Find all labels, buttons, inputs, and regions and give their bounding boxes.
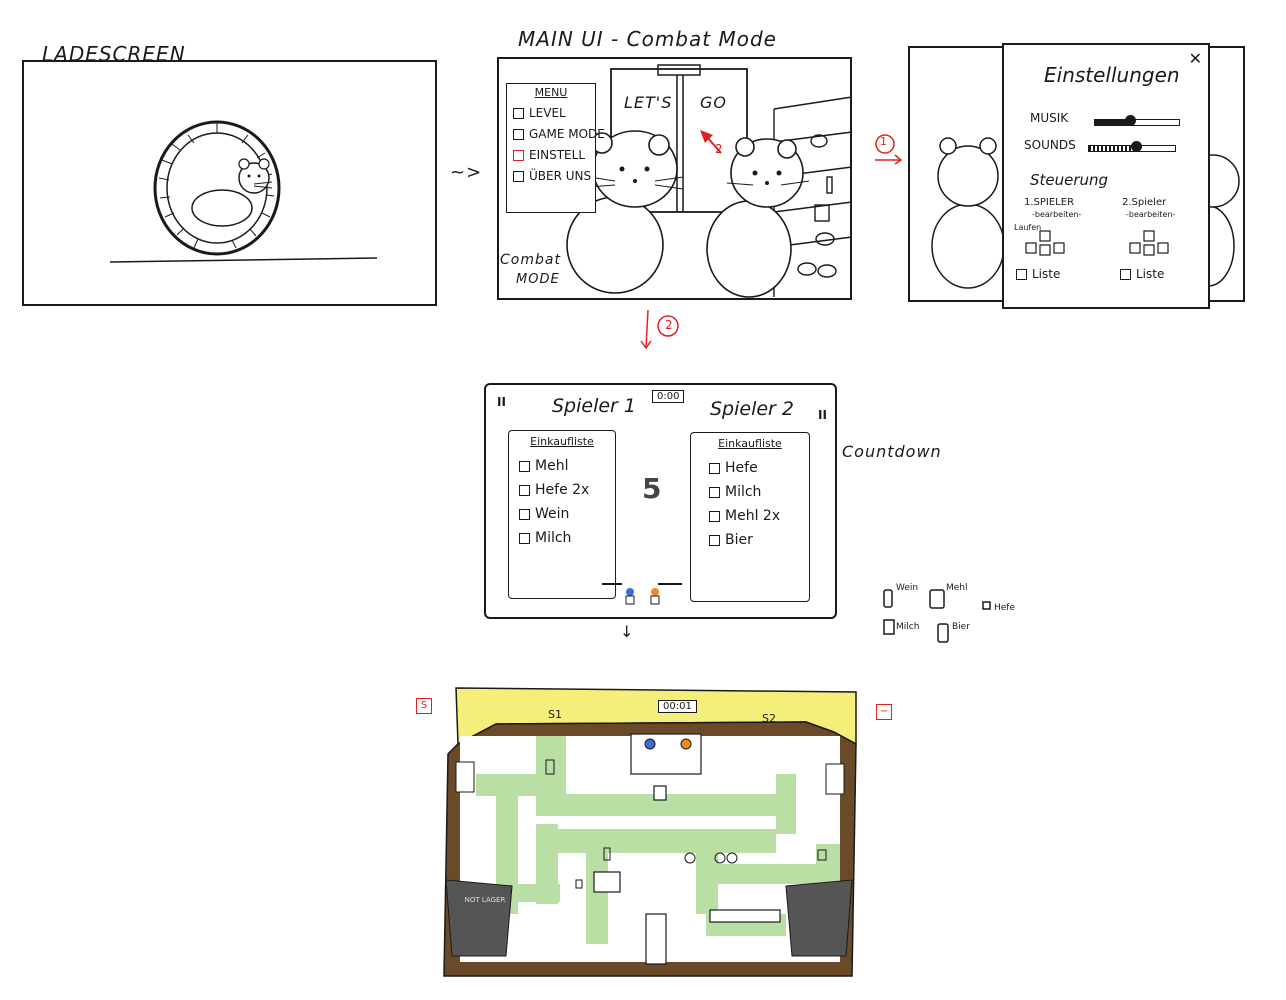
countdown-number: 5: [642, 472, 662, 505]
player2-edit[interactable]: -bearbeiten-: [1126, 210, 1176, 219]
player1-edit[interactable]: -bearbeiten-: [1032, 210, 1082, 219]
arrow-settings-marker: 1: [880, 135, 888, 148]
menu-item-game-mode[interactable]: GAME MODE: [513, 124, 605, 145]
countdown-timer: 0:00: [652, 390, 685, 403]
combat-mode-label-line1: Combat: [500, 252, 561, 268]
player1-heading: Spieler 1: [552, 395, 636, 417]
start-badge[interactable]: S: [416, 698, 432, 714]
player2-keys-icon: [1129, 230, 1169, 256]
player2-heading: Spieler 2: [710, 398, 794, 420]
checkbox-icon: [709, 462, 720, 474]
pause-icon-left[interactable]: II: [497, 395, 506, 409]
player1-keys-icon: [1025, 230, 1065, 256]
settings-title: Einstellungen: [1044, 63, 1180, 87]
checkbox-icon: [513, 129, 524, 140]
game-timer: 00:01: [658, 700, 697, 713]
arrow-to-game: ↓: [620, 622, 635, 641]
sounds-slider[interactable]: [1088, 141, 1176, 152]
checkbox-icon: [513, 108, 524, 119]
game-board: [443, 687, 857, 977]
game-s2-label: S2: [762, 712, 776, 725]
transition-arrow: ~>: [450, 162, 483, 183]
list-item: Hefe: [709, 456, 809, 480]
list-title-p2: Einkaufliste: [718, 437, 782, 450]
loading-title: LADESCREEN: [42, 42, 186, 66]
shopping-list-player1: Einkaufliste Mehl Hefe 2x Wein Milch: [508, 430, 616, 599]
list-icon: [1120, 269, 1131, 280]
list-item: Milch: [709, 480, 809, 504]
checkbox-icon: [709, 486, 720, 498]
arrow-to-countdown: [640, 309, 679, 350]
door-right-label: GO: [700, 93, 727, 112]
list-item: Bier: [709, 528, 809, 552]
legend-milch: Milch: [896, 622, 920, 632]
music-slider[interactable]: [1094, 115, 1180, 126]
settings-panel: Einstellungen ✕ MUSIK SOUNDS Steuerung 1…: [1002, 43, 1210, 309]
checkbox-icon: [513, 171, 524, 182]
main-ui-title: MAIN UI - Combat Mode: [518, 27, 777, 51]
storage-sign: NOT LAGER: [464, 896, 506, 904]
hamster-wheel-illustration: [109, 120, 378, 263]
combat-mode-label-line2: MODE: [516, 272, 560, 287]
music-slider-fill: [1095, 120, 1129, 125]
shopping-list-player2: Einkaufliste Hefe Milch Mehl 2x Bier: [690, 432, 810, 602]
menu-item-level[interactable]: LEVEL: [513, 103, 595, 124]
checkbox-icon: [519, 508, 530, 520]
menu-item-einstellungen[interactable]: EINSTELL: [513, 145, 595, 166]
checked-checkbox-icon: [513, 150, 524, 161]
shop-doors: [566, 64, 853, 298]
checkbox-icon: [519, 484, 530, 496]
list-item: Mehl: [519, 454, 615, 478]
loading-screen-frame: [22, 60, 437, 306]
player2-list-button[interactable]: Liste: [1120, 267, 1164, 281]
checkbox-icon: [709, 534, 720, 546]
menu-title: MENU: [534, 86, 568, 99]
list-item: Mehl 2x: [709, 504, 809, 528]
arrow-countdown-marker: 2: [665, 318, 674, 332]
music-slider-knob[interactable]: [1125, 115, 1136, 126]
minus-badge[interactable]: −: [876, 704, 892, 720]
list-icon: [1016, 269, 1027, 280]
sounds-label: SOUNDS: [1024, 138, 1076, 152]
list-item: Wein: [519, 502, 615, 526]
menu-item-ueber-uns[interactable]: ÜBER UNS: [513, 166, 595, 187]
arrow-to-settings: [875, 134, 903, 165]
main-ui-frame: [497, 57, 852, 300]
list-title-p1: Einkaufliste: [530, 435, 594, 448]
legend-wein: Wein: [896, 583, 919, 593]
main-menu: MENU LEVEL GAME MODE EINSTELL ÜBER UNS: [506, 83, 605, 213]
close-icon[interactable]: ✕: [1188, 49, 1202, 68]
checkbox-icon: [519, 460, 530, 472]
game-s1-label: S1: [548, 708, 562, 721]
walk-label: Laufen: [1014, 223, 1042, 232]
checkbox-icon: [709, 510, 720, 522]
pointer-marker: 2: [715, 142, 724, 156]
list-item: Hefe 2x: [519, 478, 615, 502]
player1-label: 1.SPIELER: [1024, 197, 1075, 208]
control-label: Steuerung: [1030, 171, 1109, 189]
sounds-slider-fill: [1089, 146, 1137, 151]
door-left-label: LET'S: [624, 93, 673, 112]
player-tokens: [602, 583, 682, 605]
legend-mehl: Mehl: [946, 583, 968, 593]
player2-label: 2.Spieler: [1122, 197, 1167, 208]
checkbox-icon: [519, 532, 530, 544]
pause-icon-right[interactable]: II: [818, 408, 827, 422]
countdown-screen-frame: [484, 383, 837, 619]
legend-bier: Bier: [952, 622, 970, 632]
countdown-label: Countdown: [842, 442, 942, 461]
player1-list-button[interactable]: Liste: [1016, 267, 1060, 281]
list-item: Milch: [519, 526, 615, 550]
music-label: MUSIK: [1030, 111, 1069, 125]
legend-hefe: Hefe: [994, 603, 1016, 613]
items-legend-icons: [883, 589, 991, 643]
sounds-slider-knob[interactable]: [1131, 141, 1142, 152]
